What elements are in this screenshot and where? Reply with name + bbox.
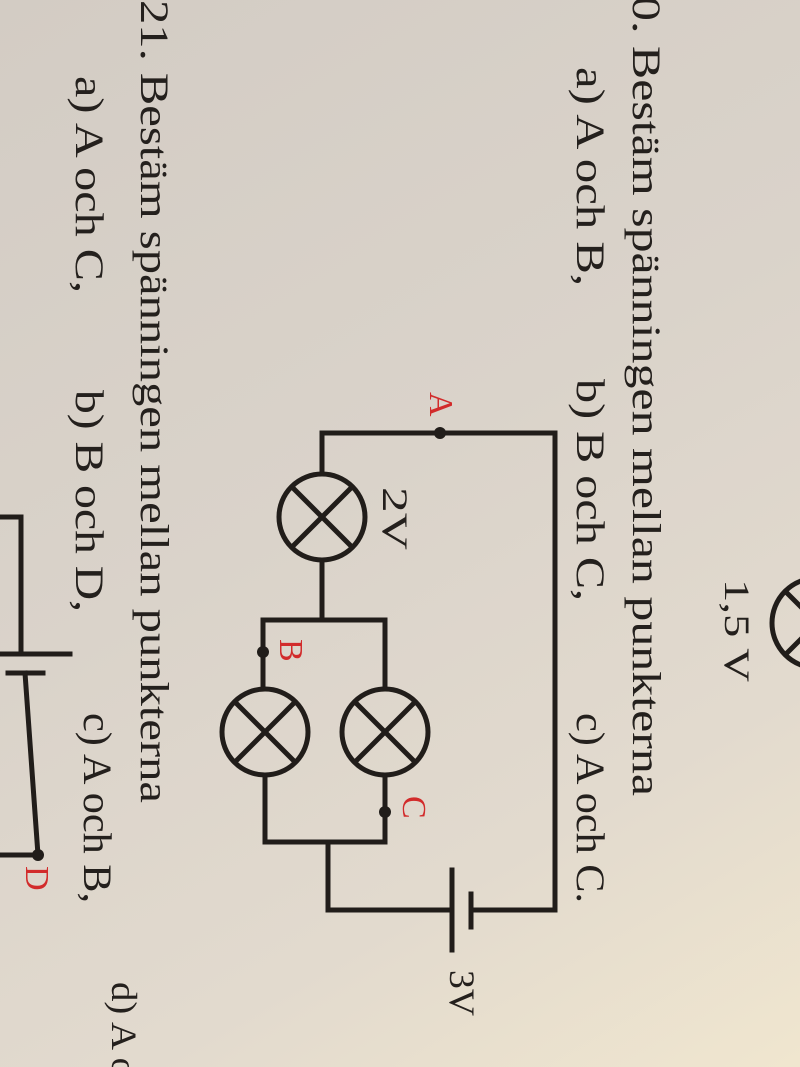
battery-icon bbox=[449, 867, 474, 953]
question-21-title: 21. Bestäm spänningen mellan punkterna bbox=[132, 0, 177, 803]
battery-icon bbox=[0, 651, 73, 676]
question-21-option-b: b) B och D, bbox=[67, 390, 112, 612]
question-21-option-d: d) A o bbox=[104, 982, 144, 1067]
wire bbox=[262, 773, 388, 845]
node-a bbox=[434, 427, 446, 439]
lamp-icon bbox=[219, 686, 311, 778]
question-21-option-c: c) A och B, bbox=[75, 713, 120, 903]
node-b bbox=[257, 646, 269, 658]
point-label-b: B bbox=[272, 639, 309, 662]
question-20-option-b: b) B och C, bbox=[568, 379, 613, 601]
question-20: 0. Bestäm spänningen mellan punkterna a)… bbox=[568, 0, 669, 903]
node-d bbox=[32, 849, 44, 861]
question-21-option-a: a) A och C, bbox=[67, 76, 112, 293]
question-20-option-c: c) A och C. bbox=[568, 713, 613, 903]
wire bbox=[319, 430, 558, 913]
wire bbox=[325, 839, 455, 913]
wire bbox=[0, 514, 24, 657]
lamp-voltage-label: 1,5 V bbox=[717, 579, 757, 682]
circuit-bottom-partial: D bbox=[0, 514, 73, 891]
lamp-icon bbox=[276, 471, 368, 563]
circuit-diagram: A B C 2V 3V bbox=[219, 392, 558, 1016]
point-label-a: A bbox=[422, 392, 459, 417]
question-21: 21. Bestäm spänningen mellan punkterna a… bbox=[67, 0, 177, 1067]
lamp-icon bbox=[339, 686, 431, 778]
battery-voltage-label: 3V bbox=[442, 970, 482, 1016]
point-label-d: D bbox=[18, 866, 55, 891]
node-c bbox=[379, 806, 391, 818]
lamp-icon bbox=[769, 578, 800, 668]
circuit-top-partial: 1,5 V bbox=[717, 578, 800, 682]
question-20-title: 0. Bestäm spänningen mellan punkterna bbox=[624, 0, 669, 796]
question-20-option-a: a) A och B, bbox=[568, 67, 613, 286]
point-label-c: C bbox=[395, 796, 432, 819]
wire bbox=[0, 670, 41, 858]
lamp-voltage-label: 2V bbox=[375, 487, 415, 550]
